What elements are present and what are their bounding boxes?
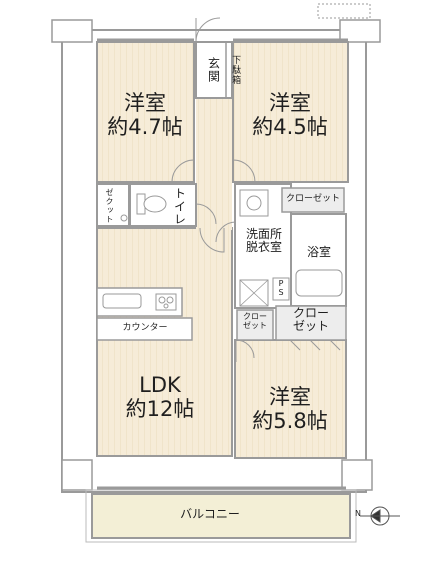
room-western-se-size: 約5.8帖: [252, 408, 328, 433]
cooktop: [155, 293, 177, 311]
bathroom-label: 浴室: [306, 245, 331, 259]
ldk-size: 約12帖: [125, 396, 195, 421]
column-nw: [51, 19, 93, 43]
door-swing-toilet: [195, 203, 217, 225]
room-western-nw-size: 約4.7帖: [107, 114, 183, 139]
burner-3: [163, 303, 169, 309]
closet-se-box: [275, 305, 347, 341]
closet-se-label: クロー ゼット: [276, 306, 346, 334]
sink-basin: [246, 195, 262, 211]
ps-line1: P: [278, 279, 284, 288]
column-se: [341, 459, 373, 491]
balcony: [91, 493, 351, 539]
ps-line2: S: [278, 287, 284, 297]
closet-small-label: ゼクット: [104, 188, 114, 224]
toilet-label: トイレ: [172, 186, 187, 226]
closet-se-line2: ゼット: [292, 319, 329, 334]
closet-hall-label: クロー ゼット: [237, 312, 273, 331]
closet-se-line1: クロー: [292, 306, 329, 320]
bathtub: [295, 269, 343, 297]
door-swing-ldk: [199, 227, 225, 253]
washroom-label: 洗面所 脱衣室: [235, 227, 293, 255]
column-sw: [61, 459, 93, 491]
front-door-swing: [195, 17, 221, 43]
balcony-outer: [85, 489, 357, 543]
door-swing-ne-room: [232, 159, 256, 183]
closet-small-knob: [120, 214, 128, 222]
room-western-ne-label: 洋室 約4.5帖: [240, 91, 340, 139]
room-western-se-label: 洋室 約5.8帖: [240, 385, 340, 433]
washroom-line1: 洗面所: [245, 227, 282, 241]
closet-ne-label: クローゼット: [285, 194, 340, 204]
counter-bar: [96, 317, 193, 341]
vanity: [239, 189, 269, 217]
closet-hall-line2: ゼット: [243, 320, 267, 330]
ldk-floor: [96, 227, 233, 457]
room-western-nw-floor: [96, 41, 195, 183]
closet-se-doors: [289, 339, 341, 351]
counter-label: カウンター: [122, 323, 168, 333]
burner-1: [158, 296, 166, 304]
ps-label: P S: [273, 279, 289, 298]
closet-hall-box: [236, 309, 274, 341]
north-arrow-icon: [360, 509, 400, 523]
shoe-box-label: 下駄箱: [230, 55, 241, 85]
room-western-se-floor: [234, 339, 347, 459]
washer-cross-b: [239, 279, 269, 307]
burner-2: [166, 296, 174, 304]
room-western-ne-size: 約4.5帖: [252, 114, 328, 139]
balcony-label: バルコニー: [180, 507, 240, 521]
roof-ac-unit: [317, 3, 371, 19]
room-western-nw-label: 洋室 約4.7帖: [95, 91, 195, 139]
washroom-line2: 脱衣室: [245, 240, 282, 255]
closet-small: [96, 183, 130, 227]
door-swing-washroom: [215, 221, 237, 243]
hallway-floor: [196, 98, 232, 230]
room-western-nw-name: 洋室: [124, 91, 166, 115]
ldk-name: LDK: [139, 373, 181, 397]
closet-hall-line1: クロー: [243, 312, 267, 321]
closet-ne-box: [281, 187, 345, 213]
ldk-label: LDK 約12帖: [110, 373, 210, 421]
entrance-label: 玄関: [206, 57, 221, 83]
room-western-se-name: 洋室: [269, 385, 311, 409]
toilet-bowl: [143, 195, 167, 213]
north-mark-label: N: [355, 509, 361, 518]
door-swing-nw-room: [171, 159, 195, 183]
column-ne: [339, 19, 381, 43]
kitchen-sink: [102, 293, 142, 309]
door-swing-se-room: [235, 339, 255, 362]
ps-box: [272, 277, 290, 301]
room-western-ne-name: 洋室: [269, 91, 311, 115]
room-western-ne-floor: [232, 41, 349, 183]
